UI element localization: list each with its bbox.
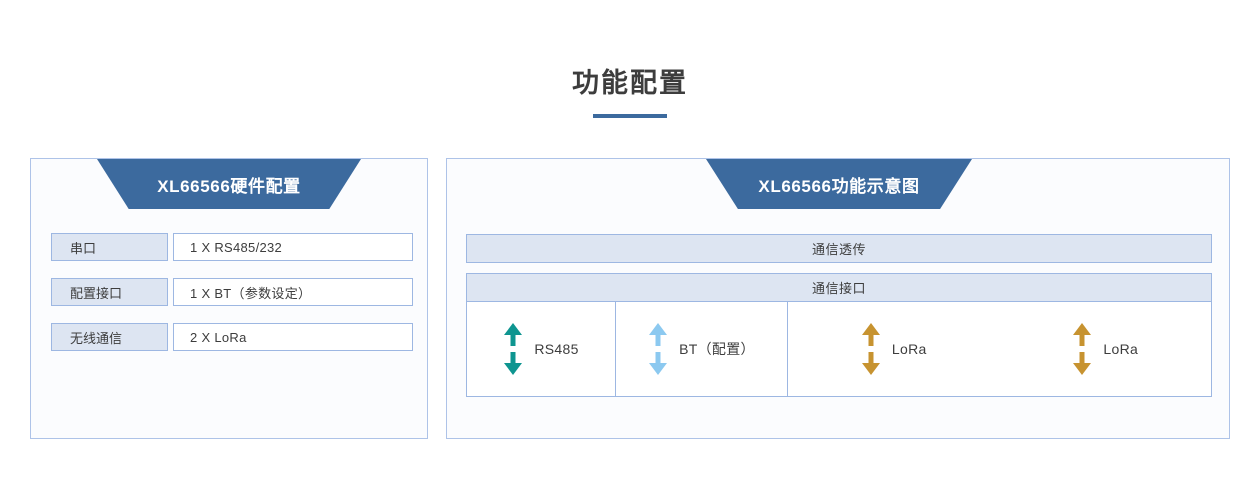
function-diagram-banner: XL66566功能示意图	[706, 159, 972, 209]
interface-label-lora-2: LoRa	[1103, 341, 1139, 357]
bar-communication-interface: 通信接口	[466, 273, 1212, 302]
table-row: 串口 1 X RS485/232	[51, 233, 413, 261]
table-row: 无线通信 2 X LoRa	[51, 323, 413, 351]
page-header: 功能配置	[0, 66, 1260, 118]
interface-label-lora-1: LoRa	[891, 341, 927, 357]
spec-value-serial: 1 X RS485/232	[173, 233, 413, 261]
bar-gap	[466, 263, 1212, 273]
page-title: 功能配置	[572, 68, 688, 98]
node-bt: BT（配置）	[648, 323, 755, 375]
spec-value-wireless: 2 X LoRa	[173, 323, 413, 351]
title-underline	[593, 114, 667, 118]
double-arrow-vertical-icon	[861, 323, 881, 375]
hardware-config-panel: XL66566硬件配置 串口 1 X RS485/232 配置接口 1 X BT…	[30, 158, 428, 439]
hardware-config-banner: XL66566硬件配置	[97, 159, 361, 209]
interface-label-bt: BT（配置）	[679, 341, 755, 357]
table-row: 配置接口 1 X BT（参数设定）	[51, 278, 413, 306]
double-arrow-vertical-icon	[648, 323, 668, 375]
interface-cell-bt: BT（配置）	[616, 302, 788, 396]
spec-label-wireless: 无线通信	[51, 323, 168, 351]
double-arrow-vertical-icon	[503, 323, 523, 375]
interface-cell-rs485: RS485	[467, 302, 616, 396]
hardware-spec-list: 串口 1 X RS485/232 配置接口 1 X BT（参数设定） 无线通信 …	[51, 233, 413, 368]
function-diagram-panel: XL66566功能示意图 通信透传 通信接口 RS485	[446, 158, 1230, 439]
spec-label-serial: 串口	[51, 233, 168, 261]
bar-transparent-transmission: 通信透传	[466, 234, 1212, 263]
spec-label-config-interface: 配置接口	[51, 278, 168, 306]
function-diagram: 通信透传 通信接口 RS485	[466, 234, 1212, 397]
double-arrow-vertical-icon	[1072, 323, 1092, 375]
node-lora-1: LoRa	[788, 323, 1000, 375]
node-rs485: RS485	[503, 323, 578, 375]
spec-value-config-interface: 1 X BT（参数设定）	[173, 278, 413, 306]
node-lora-2: LoRa	[1000, 323, 1212, 375]
interface-cells: RS485 BT（配置）	[466, 302, 1212, 397]
interface-cell-lora: LoRa LoRa	[788, 302, 1211, 396]
interface-label-rs485: RS485	[534, 341, 579, 357]
